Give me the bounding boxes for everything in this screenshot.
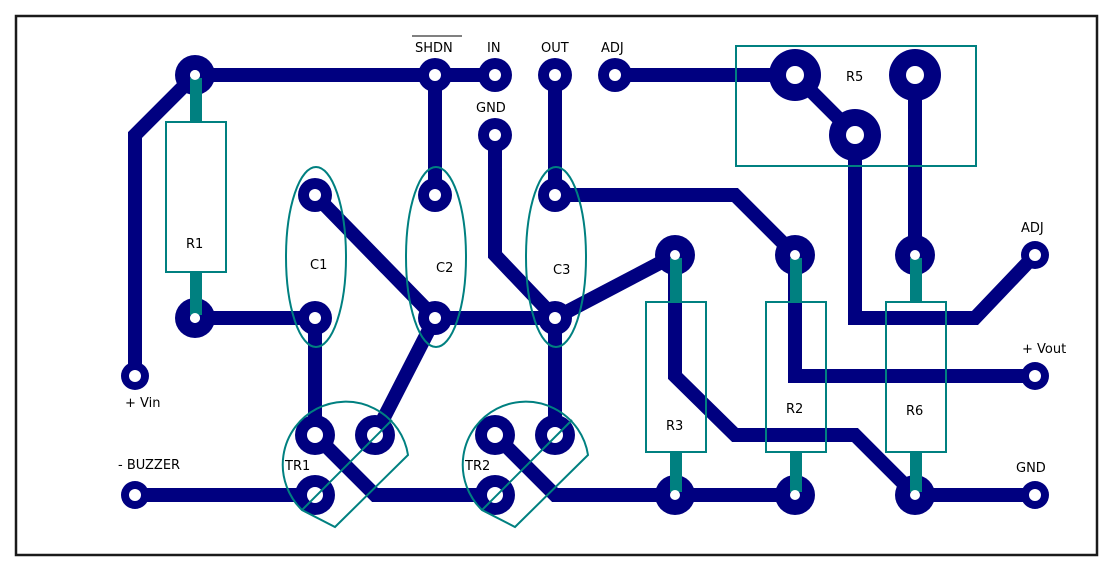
label-gnd-out: GND <box>1016 461 1046 476</box>
hole <box>367 427 383 443</box>
hole <box>549 312 561 324</box>
hole <box>609 69 621 81</box>
label-vin: + Vin <box>125 396 160 411</box>
hole <box>670 490 680 500</box>
hole <box>549 69 561 81</box>
pads <box>121 49 1049 515</box>
hole <box>487 427 503 443</box>
hole <box>1029 489 1041 501</box>
label-c3: C3 <box>553 263 570 278</box>
hole <box>489 129 501 141</box>
label-adj: ADJ <box>601 41 624 56</box>
label-adj-out: ADJ <box>1021 221 1044 236</box>
hole <box>786 66 804 84</box>
r5-outline <box>735 45 977 167</box>
hole <box>129 489 141 501</box>
hole <box>307 487 323 503</box>
hole <box>790 490 800 500</box>
label-buzzer: - BUZZER <box>118 458 180 473</box>
hole <box>1029 370 1041 382</box>
trace-r5-adj-out <box>848 135 1041 325</box>
hole <box>129 370 141 382</box>
label-c2: C2 <box>436 261 453 276</box>
trace-c3-r2 <box>555 188 800 260</box>
tr2-outline <box>461 400 590 529</box>
hole <box>489 69 501 81</box>
trace-c3-r3 <box>551 248 679 325</box>
label-r6: R6 <box>906 404 923 419</box>
label-tr1: TR1 <box>284 459 310 474</box>
c3-outline <box>525 166 587 348</box>
label-r1: R1 <box>186 237 203 252</box>
hole <box>190 70 200 80</box>
labels: R1 C1 C2 C3 R5 R3 R2 R6 TR1 TR2 SHDN IN … <box>118 35 1066 476</box>
hole <box>309 312 321 324</box>
trace-tr1-tr2 <box>310 430 495 502</box>
hole <box>670 250 680 260</box>
hole <box>309 189 321 201</box>
tr1-outline <box>281 400 410 529</box>
trace-c1-c2 <box>309 190 441 323</box>
hole <box>487 487 503 503</box>
hole <box>790 250 800 260</box>
label-shdn: SHDN <box>415 41 453 56</box>
hole <box>547 427 563 443</box>
hole <box>549 189 561 201</box>
hole <box>906 66 924 84</box>
label-in: IN <box>487 41 501 56</box>
trace-tr2-r2 <box>490 430 795 502</box>
label-r5: R5 <box>846 70 863 85</box>
label-r3: R3 <box>666 419 683 434</box>
hole <box>429 69 441 81</box>
label-tr2: TR2 <box>464 459 490 474</box>
hole <box>910 490 920 500</box>
trace-gnd-c3 <box>488 135 561 323</box>
label-c1: C1 <box>310 258 327 273</box>
label-r2: R2 <box>786 402 803 417</box>
hole <box>846 126 864 144</box>
hole <box>307 427 323 443</box>
hole <box>429 189 441 201</box>
label-vout: + Vout <box>1022 342 1066 357</box>
hole <box>910 250 920 260</box>
trace-vin <box>128 70 200 376</box>
transistor-outlines <box>281 400 590 529</box>
hole <box>190 313 200 323</box>
c2-outline <box>405 166 467 348</box>
c1-outline <box>285 166 347 348</box>
label-out: OUT <box>541 41 569 56</box>
hole <box>1029 249 1041 261</box>
hole <box>429 312 441 324</box>
label-gnd: GND <box>476 101 506 116</box>
